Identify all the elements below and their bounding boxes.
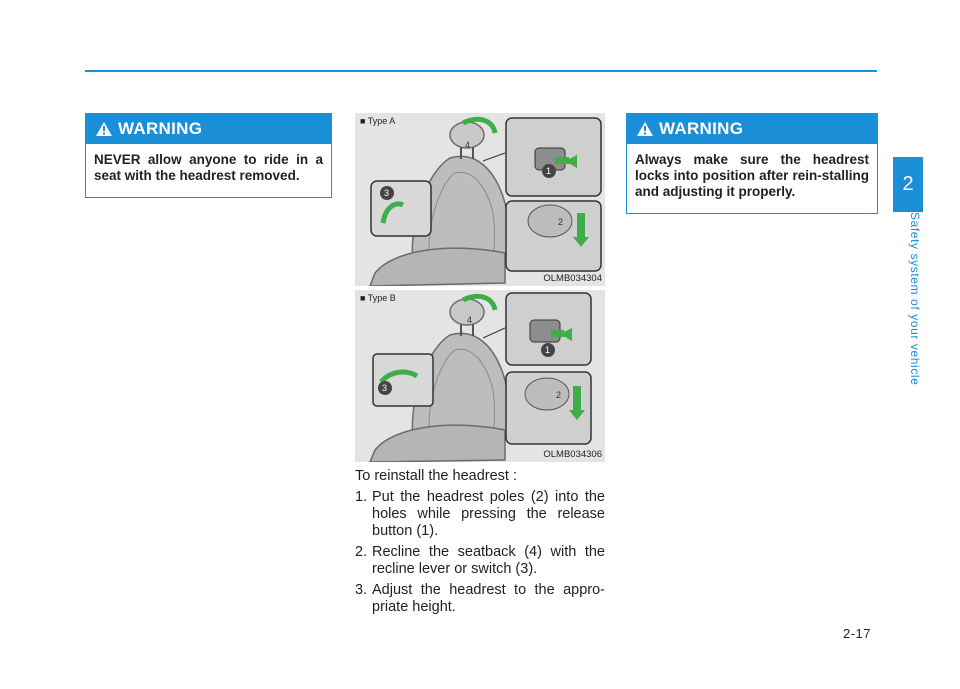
seat-illustration <box>369 116 602 286</box>
figure-code: OLMB034306 <box>543 449 602 460</box>
instructions-intro: To reinstall the headrest : <box>355 468 518 484</box>
list-item: 1. Put the headrest poles (2) into the h… <box>355 489 605 540</box>
callout-2: 2 <box>556 390 561 400</box>
callout-numbers: 4 3 1 2 <box>384 140 563 227</box>
step-number: 3. <box>355 582 368 598</box>
chapter-tab: 2 <box>893 157 923 212</box>
figure-label: ■ Type B <box>360 293 396 303</box>
warning-header: WARNING <box>627 114 877 144</box>
page-number: 2-17 <box>843 626 872 641</box>
callout-numbers: 4 3 1 2 <box>382 315 561 400</box>
warning-box-left: WARNING NEVER allow anyone to ride in a … <box>85 113 332 198</box>
figure-code: OLMB034304 <box>543 273 602 284</box>
warning-box-right: WARNING Always make sure the headrest lo… <box>626 113 878 214</box>
warning-triangle-icon <box>637 122 653 136</box>
callout-3: 3 <box>382 383 387 393</box>
warning-header: WARNING <box>86 114 331 144</box>
warning-triangle-icon <box>96 122 112 136</box>
seat-illustration <box>369 292 592 462</box>
warning-text: NEVER allow anyone to ride in a seat wit… <box>94 152 323 183</box>
chapter-title: Safety system of your vehicle <box>908 212 922 386</box>
header-rule <box>85 70 877 72</box>
callout-4: 4 <box>465 140 470 150</box>
warning-title: WARNING <box>118 119 203 138</box>
step-text: Adjust the headrest to the appro-priate … <box>372 582 605 615</box>
reinstall-instructions: To reinstall the headrest : 1. Put the h… <box>355 468 605 620</box>
step-text: Recline the seatback (4) with the reclin… <box>372 544 605 577</box>
figure-type-b: ■ Type B 4 3 1 2 OLMB034306 <box>355 290 605 462</box>
callout-2: 2 <box>558 217 563 227</box>
warning-text: Always make sure the headrest locks into… <box>635 152 869 199</box>
callout-1: 1 <box>546 166 551 176</box>
step-number: 1. <box>355 489 368 505</box>
callout-1: 1 <box>545 345 550 355</box>
step-number: 2. <box>355 544 368 560</box>
list-item: 3. Adjust the headrest to the appro-pria… <box>355 582 605 616</box>
figure-type-a: ■ Type A 4 3 1 2 OLMB034304 <box>355 113 605 286</box>
callout-3: 3 <box>384 188 389 198</box>
warning-title: WARNING <box>659 119 744 138</box>
list-item: 2. Recline the seatback (4) with the rec… <box>355 544 605 578</box>
figure-label: ■ Type A <box>360 116 396 126</box>
chapter-number: 2 <box>902 173 914 195</box>
step-text: Put the headrest poles (2) into the hole… <box>372 489 605 539</box>
callout-4: 4 <box>467 315 472 325</box>
